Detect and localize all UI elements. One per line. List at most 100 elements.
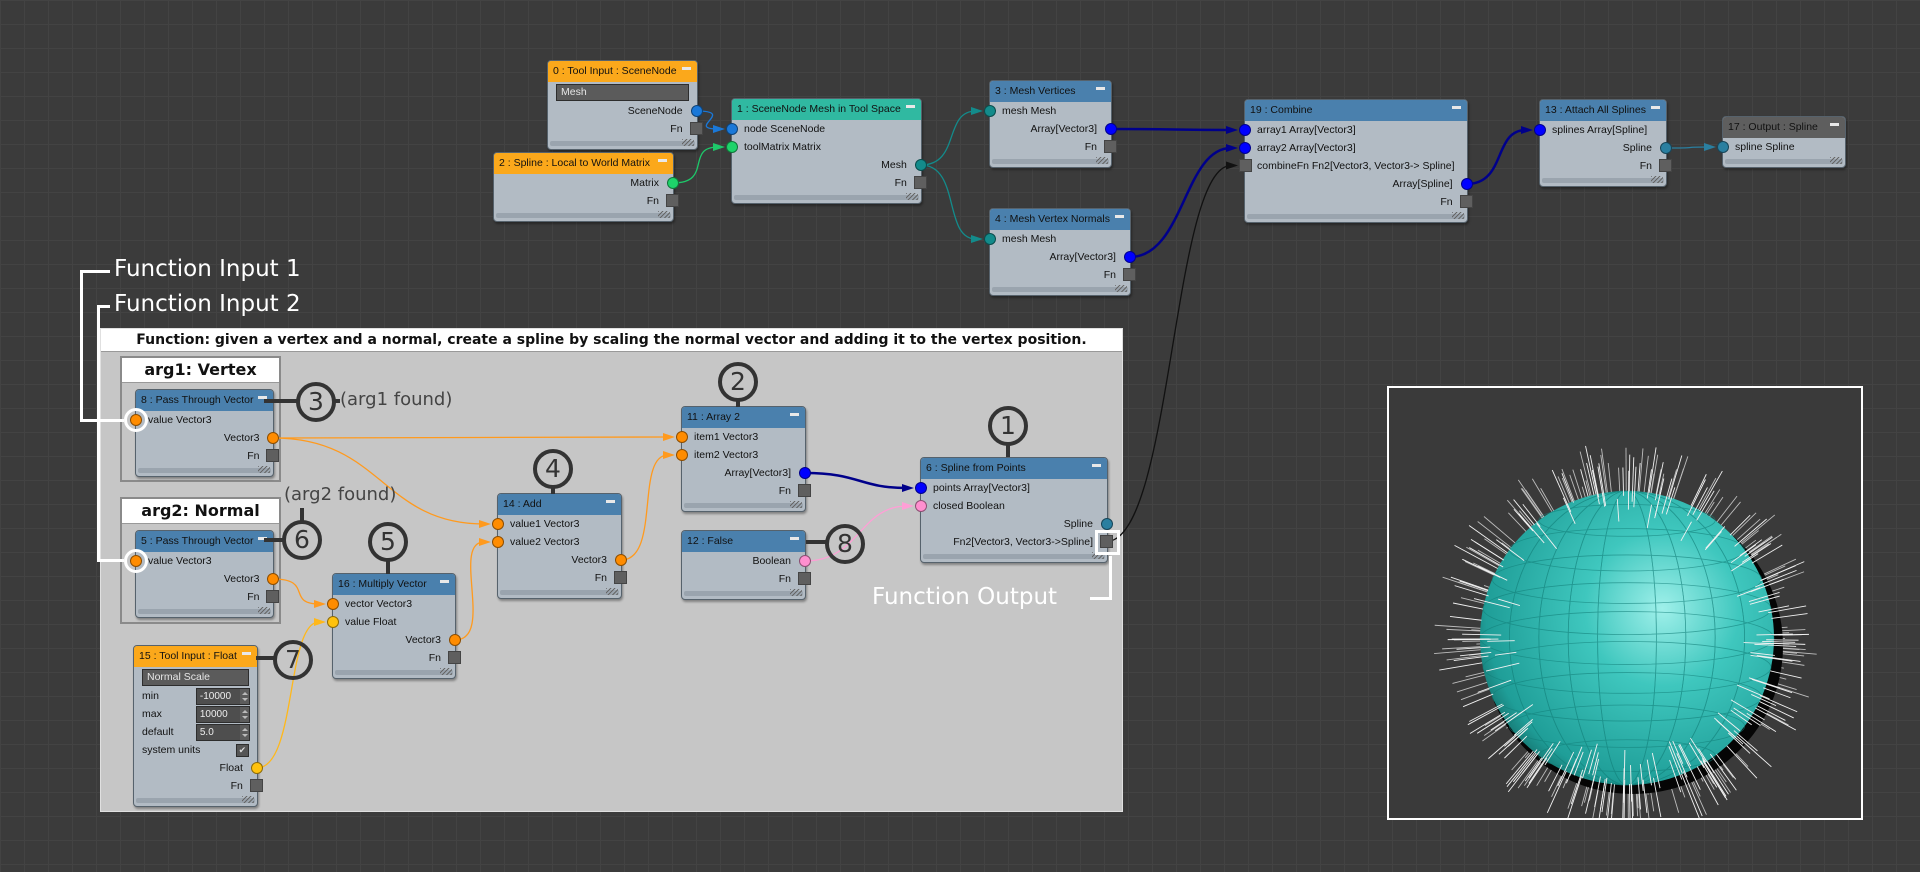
node-header[interactable]: 8 : Pass Through Vector <box>136 390 274 411</box>
spinner-arrows-icon[interactable] <box>239 707 249 722</box>
output-port-out[interactable] <box>615 554 627 566</box>
node-header[interactable]: 17 : Output : Spline <box>1723 117 1845 138</box>
spinner-up-icon[interactable] <box>241 728 248 731</box>
function-port[interactable] <box>798 572 811 585</box>
input-port-points[interactable] <box>915 482 927 494</box>
spinner-down-icon[interactable] <box>241 698 248 701</box>
node-header[interactable]: 15 : Tool Input : Float <box>134 646 257 667</box>
minimize-icon[interactable] <box>1096 87 1105 90</box>
resize-grip-icon[interactable] <box>258 466 271 473</box>
resize-grip-icon[interactable] <box>606 588 618 595</box>
minimize-icon[interactable] <box>1451 106 1461 109</box>
function-port[interactable] <box>1239 159 1252 172</box>
input-port-item1[interactable] <box>676 431 688 443</box>
param-spinner-min[interactable]: -10000 <box>195 688 250 705</box>
param-value[interactable]: 10000 <box>199 709 228 720</box>
minimize-icon[interactable] <box>241 652 251 655</box>
node-header[interactable]: 14 : Add <box>498 494 621 515</box>
input-port-value1[interactable] <box>492 518 504 530</box>
minimize-icon[interactable] <box>1092 464 1101 467</box>
node-header[interactable]: 5 : Pass Through Vector <box>136 531 274 552</box>
function-port[interactable] <box>689 122 703 135</box>
node-header[interactable]: 16 : Multiply Vector <box>333 574 455 595</box>
node-header[interactable]: 0 : Tool Input : SceneNode <box>548 61 697 82</box>
minimize-icon[interactable] <box>905 105 915 108</box>
input-port-splines[interactable] <box>1534 124 1546 136</box>
input-port-array1[interactable] <box>1239 124 1251 136</box>
resize-grip-icon[interactable] <box>1830 157 1842 164</box>
spinner-up-icon[interactable] <box>241 710 248 713</box>
node-header[interactable]: 12 : False <box>682 531 805 552</box>
resize-grip-icon[interactable] <box>681 139 694 146</box>
minimize-icon[interactable] <box>606 500 615 503</box>
input-port-spline[interactable] <box>1717 141 1729 153</box>
wire[interactable] <box>672 146 719 184</box>
input-port-value2[interactable] <box>492 536 504 548</box>
resize-grip-icon[interactable] <box>658 211 670 218</box>
output-port-out[interactable] <box>1105 123 1117 135</box>
output-port-Spline[interactable] <box>1101 518 1113 530</box>
function-port[interactable] <box>913 176 927 189</box>
spinner-arrows-icon[interactable] <box>239 725 249 740</box>
function-port[interactable] <box>448 651 461 664</box>
function-port[interactable] <box>1658 159 1672 172</box>
resize-grip-icon[interactable] <box>1114 285 1127 292</box>
node-header[interactable]: 13 : Attach All Splines <box>1540 100 1666 121</box>
resize-grip-icon[interactable] <box>1096 157 1108 164</box>
node-header[interactable]: 1 : SceneNode Mesh in Tool Space <box>732 99 921 120</box>
node-header[interactable]: 11 : Array 2 <box>682 407 805 428</box>
output-port-Boolean[interactable] <box>799 555 811 567</box>
output-port-Matrix[interactable] <box>667 177 679 189</box>
minimize-icon[interactable] <box>658 159 667 162</box>
wire[interactable] <box>1466 128 1527 186</box>
function-port[interactable] <box>666 194 679 207</box>
spinner-down-icon[interactable] <box>241 734 248 737</box>
name-field[interactable]: Mesh <box>556 84 689 101</box>
input-port-node[interactable] <box>726 123 738 135</box>
output-port-Spline[interactable] <box>1659 142 1672 154</box>
node-header[interactable]: 6 : Spline from Points <box>921 458 1107 479</box>
input-port-vector[interactable] <box>327 598 339 610</box>
minimize-icon[interactable] <box>790 413 799 416</box>
spinner-up-icon[interactable] <box>241 692 248 695</box>
input-port-item2[interactable] <box>676 449 688 461</box>
minimize-icon[interactable] <box>258 537 268 540</box>
resize-grip-icon[interactable] <box>1650 176 1663 183</box>
node-header[interactable]: 4 : Mesh Vertex Normals <box>990 209 1130 230</box>
wire[interactable] <box>1110 127 1232 132</box>
input-port-closed[interactable] <box>915 500 927 512</box>
input-port-mesh[interactable] <box>984 105 996 117</box>
minimize-icon[interactable] <box>790 537 799 540</box>
input-port-array2[interactable] <box>1239 142 1251 154</box>
wire[interactable] <box>920 110 977 166</box>
wire[interactable] <box>1665 146 1710 149</box>
minimize-icon[interactable] <box>681 67 691 70</box>
output-port-SceneNode[interactable] <box>690 105 703 117</box>
minimize-icon[interactable] <box>1114 215 1124 218</box>
output-port-out[interactable] <box>449 634 461 646</box>
wire[interactable] <box>1129 146 1232 259</box>
resize-grip-icon[interactable] <box>258 607 271 614</box>
function-port[interactable] <box>1104 140 1117 153</box>
resize-grip-icon[interactable] <box>1451 212 1464 219</box>
input-port-toolMatrix[interactable] <box>726 141 738 153</box>
function-port[interactable] <box>1459 195 1473 208</box>
minimize-icon[interactable] <box>258 396 268 399</box>
spinner-arrows-icon[interactable] <box>239 689 249 704</box>
param-spinner-default[interactable]: 5.0 <box>195 724 250 741</box>
function-port[interactable] <box>614 571 627 584</box>
minimize-icon[interactable] <box>440 580 449 583</box>
resize-grip-icon[interactable] <box>440 668 452 675</box>
resize-grip-icon[interactable] <box>790 501 802 508</box>
